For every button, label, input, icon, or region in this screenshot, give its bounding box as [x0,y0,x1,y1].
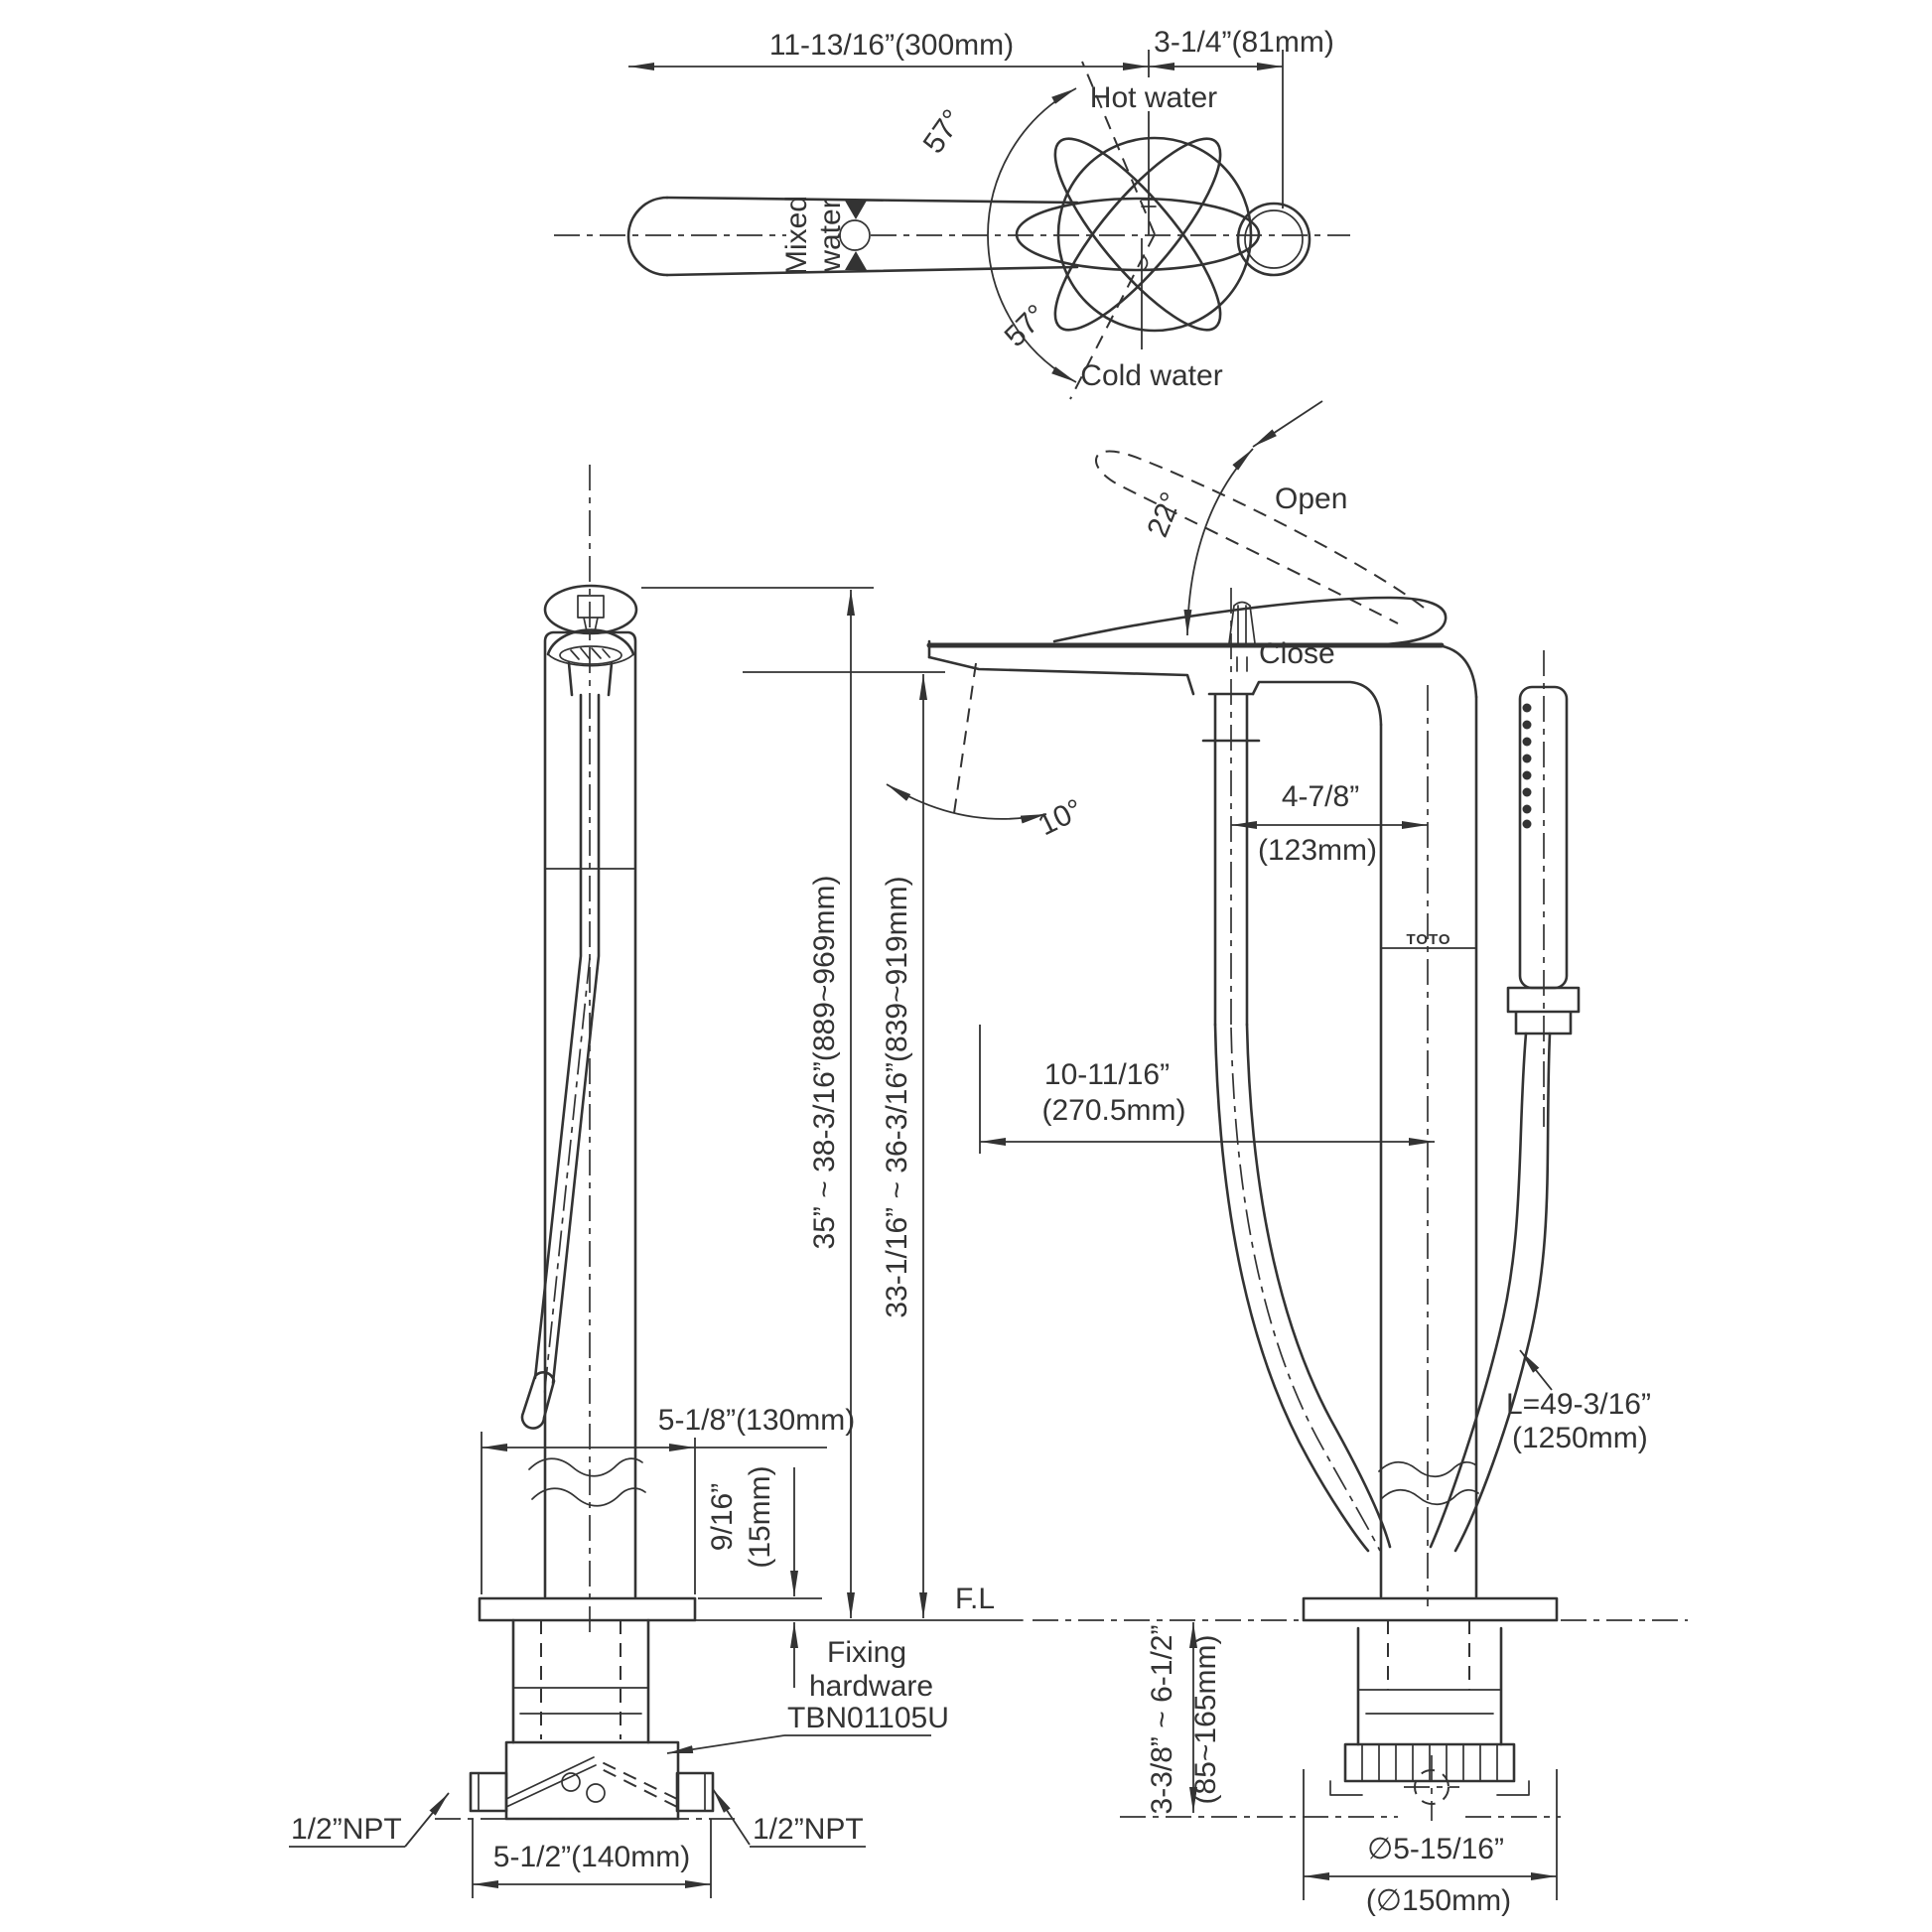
label-dim-below-floor-2: (85~165mm) [1189,1635,1222,1805]
label-close: Close [1259,637,1335,670]
label-dim-spout-reach-1: 10-11/16” [1044,1058,1170,1091]
label-dim-spout-reach-2: (270.5mm) [1041,1094,1185,1127]
label-angle-hot: 57° [917,104,970,160]
spout-angle-annotation: 10° [886,662,1088,843]
side-spout [546,628,635,697]
fixing-hardware-callout: Fixing hardware TBN01105U [666,1636,949,1754]
side-view [435,465,740,1821]
label-dim-hardware-width: 5-1/2”(140mm) [493,1841,690,1873]
side-underfloor-hardware [435,1618,740,1821]
label-fixing-2: hardware [809,1670,933,1703]
label-angle-cold: 57° [999,299,1053,353]
floor-line: F.L [479,1583,1688,1621]
front-base-flange [1302,1596,1559,1622]
front-spout-deck [926,639,1478,1027]
side-handle [543,584,638,635]
mixed-water-outlet [839,201,871,270]
label-dim-handle-offset-1: 4-7/8” [1282,780,1359,813]
label-dim-top-offset: 3-1/4”(81mm) [1154,26,1334,59]
side-column [520,630,646,1598]
front-underfloor-hardware [1120,1620,1561,1821]
open-close-annotation: Open Close 22° [1141,400,1347,670]
label-npt-right: 1/2”NPT [753,1813,864,1846]
label-dim-plate-1: 9/16” [706,1483,739,1551]
label-dim-height-spout: 33-1/16” ~ 36-3/16”(839~919mm) [881,876,913,1317]
top-dimensions [628,50,1284,349]
label-hose-length-2: (1250mm) [1512,1422,1648,1454]
label-dim-below-floor-1: 3-3/8” ~ 6-1/2” [1146,1625,1178,1815]
label-hot-water: Hot water [1090,81,1217,114]
front-dimensions: 4-7/8” (123mm) 10-11/16” (270.5mm) 3-3/8… [979,588,1558,1917]
brand-logo: TOTO [1406,931,1450,948]
side-dimensions: 5-1/8”(130mm) 9/16” (15mm) 35” ~ 38-3/16… [289,587,949,1898]
front-handle [1052,450,1448,672]
label-floor-level: F.L [955,1583,995,1615]
handle-swing-arc [987,61,1156,400]
label-dim-flange-dia-2: (∅150mm) [1366,1884,1511,1917]
npt-callout-right: 1/2”NPT [712,1788,866,1848]
label-dim-flange-dia-1: ∅5-15/16” [1367,1833,1504,1865]
hand-shower [1506,650,1581,1127]
top-view: 11-13/16”(300mm) 3-1/4”(81mm) Hot water … [554,26,1350,400]
label-cold-water: Cold water [1080,359,1222,392]
npt-callout-left: 1/2”NPT [289,1792,450,1848]
label-dim-height-total: 35” ~ 38-3/16”(889~969mm) [808,876,841,1250]
label-fixing-1: Fixing [827,1636,906,1669]
label-angle-handle: 22° [1141,487,1188,541]
label-npt-left: 1/2”NPT [291,1813,402,1846]
label-hose-length-1: L=49-3/16” [1506,1388,1651,1421]
label-angle-spout: 10° [1034,793,1088,843]
label-mixed-1: Mixed [780,196,813,275]
spout-plan-outline [626,196,1079,277]
hose-length-callout: L=49-3/16” (1250mm) [1506,1349,1651,1454]
handle-rotation-ellipses [1015,136,1311,333]
shower-nozzles [1522,703,1532,829]
label-fixing-3: TBN01105U [787,1702,949,1734]
front-view: Open Close 22° 10° TOTO [886,400,1651,1821]
side-base-flange [478,1596,697,1622]
label-dim-handle-offset-2: (123mm) [1258,834,1377,867]
supply-hoses [1213,1023,1552,1553]
front-column: TOTO [1378,695,1479,1598]
label-dim-top-width: 11-13/16”(300mm) [769,29,1014,62]
label-mixed-2: water [814,199,847,272]
label-dim-flange-side: 5-1/8”(130mm) [658,1404,855,1437]
label-open: Open [1275,483,1347,515]
label-dim-plate-2: (15mm) [744,1465,776,1568]
